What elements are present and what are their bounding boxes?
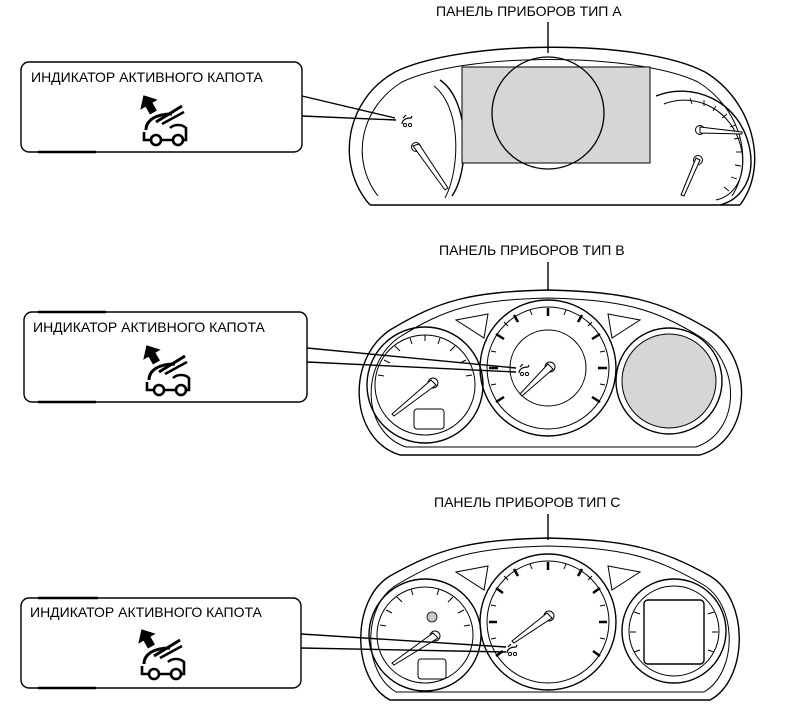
panel-a-title: ПАНЕЛЬ ПРИБОРОВ ТИП А bbox=[436, 3, 622, 19]
panel-a-upper-needle bbox=[699, 126, 743, 135]
panel-b-left-dial-outer bbox=[366, 326, 484, 444]
panel-c-callout-label: ИНДИКАТОР АКТИВНОГО КАПОТА bbox=[30, 604, 263, 620]
panel-b-title: ПАНЕЛЬ ПРИБОРОВ ТИП В bbox=[439, 242, 625, 258]
panel-a-callout-label: ИНДИКАТОР АКТИВНОГО КАПОТА bbox=[31, 69, 264, 85]
panel-a-indicator-icon bbox=[401, 114, 413, 128]
panel-b-speedo-needle bbox=[519, 363, 554, 397]
panel-a-callout-box bbox=[20, 61, 303, 153]
panel-b-callout-box bbox=[23, 311, 308, 403]
panel-type-a: ПАНЕЛЬ ПРИБОРОВ ТИП А bbox=[20, 3, 756, 206]
panel-c-speedo-needle bbox=[511, 612, 553, 644]
panel-c-callout-leader bbox=[300, 633, 507, 648]
panel-a-right-ticks bbox=[689, 97, 742, 192]
panel-type-b: ПАНЕЛЬ ПРИБОРОВ ТИП В bbox=[23, 242, 743, 456]
panel-c-right-display bbox=[643, 599, 705, 665]
panel-c-left-ticks bbox=[379, 588, 471, 627]
panel-c-warning-lamp bbox=[426, 611, 438, 623]
panel-type-c: ПАНЕЛЬ ПРИБОРОВ ТИП С bbox=[20, 494, 740, 701]
panel-b-callout-label: ИНДИКАТОР АКТИВНОГО КАПОТА bbox=[33, 319, 266, 335]
panel-b-indicator-icon bbox=[518, 363, 530, 377]
panel-b-callout-leader bbox=[306, 347, 517, 369]
panel-c-indicator-icon bbox=[506, 643, 518, 657]
active-bonnet-icon bbox=[133, 88, 188, 147]
panel-b-speedo-ticks bbox=[489, 308, 607, 404]
panel-c-title: ПАНЕЛЬ ПРИБОРОВ ТИП С bbox=[434, 494, 620, 510]
panel-b-right-dial bbox=[615, 327, 723, 435]
panel-a-housing bbox=[348, 46, 756, 206]
active-bonnet-icon bbox=[136, 338, 191, 397]
panel-c-right-ticks bbox=[630, 611, 718, 653]
panel-b-speedometer bbox=[479, 299, 617, 437]
panel-c-left-needle bbox=[391, 632, 439, 666]
panel-c-speedometer bbox=[479, 553, 617, 691]
panel-a-callout-leader bbox=[301, 95, 396, 119]
panel-a-display bbox=[461, 66, 651, 164]
panel-b-housing bbox=[358, 289, 743, 456]
panel-c-speedo-ticks bbox=[489, 562, 607, 658]
panel-c-speedo-minor bbox=[490, 563, 606, 640]
active-bonnet-icon bbox=[131, 622, 186, 681]
panel-a-display-circle bbox=[491, 56, 605, 170]
panel-c-left-window bbox=[417, 658, 447, 680]
panel-c-housing bbox=[360, 537, 740, 701]
panel-b-left-window bbox=[413, 408, 445, 430]
panel-b-left-needle bbox=[391, 379, 437, 417]
panel-c-right-dial bbox=[621, 578, 727, 684]
panel-a-lower-needle bbox=[680, 157, 701, 197]
panel-b-right-display bbox=[621, 333, 717, 429]
panel-c-callout-box bbox=[20, 597, 302, 689]
panel-b-speedo-minor bbox=[490, 309, 606, 386]
panel-b-left-ticks bbox=[377, 335, 473, 377]
panel-a-left-needle bbox=[412, 143, 449, 191]
